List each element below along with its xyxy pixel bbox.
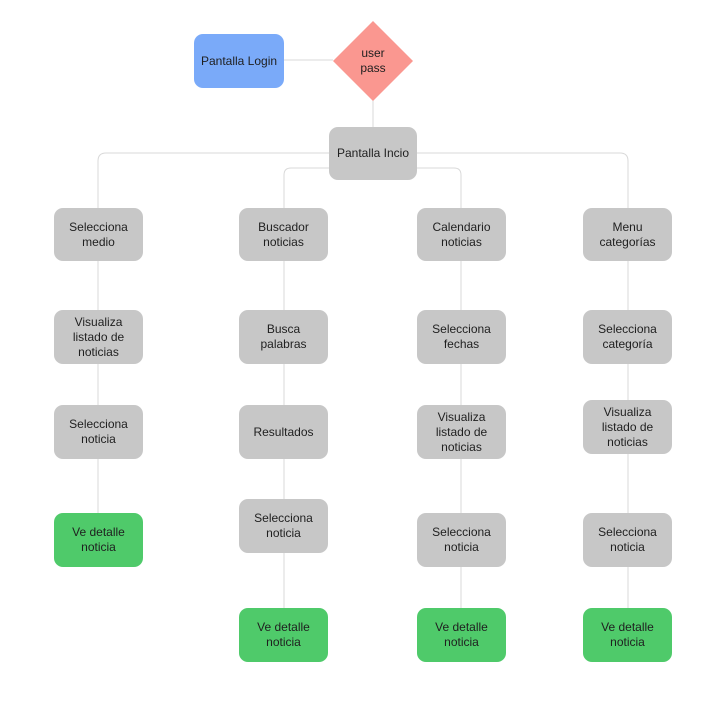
col3-step-news-detail: Ve detalle noticia <box>417 608 506 662</box>
col1-step-news-detail: Ve detalle noticia <box>54 513 143 567</box>
col2-step-select-news: Selecciona noticia <box>239 499 328 553</box>
connector-home-to-col1 <box>97 152 329 208</box>
col1-step-select-news: Selecciona noticia <box>54 405 143 459</box>
col1-step-select-media: Selecciona medio <box>54 208 143 261</box>
col4-step-category-menu: Menu categorías <box>583 208 672 261</box>
col4-step-view-list: Visualiza listado de noticias <box>583 400 672 454</box>
col3-step-news-calendar: Calendario noticias <box>417 208 506 261</box>
home-screen-node: Pantalla Incio <box>329 127 417 180</box>
decision-diamond-shape <box>333 21 413 101</box>
credentials-decision-node: user pass <box>333 21 413 101</box>
col1-step-view-list: Visualiza listado de noticias <box>54 310 143 364</box>
col4-step-select-news: Selecciona noticia <box>583 513 672 567</box>
col2-step-search-words: Busca palabras <box>239 310 328 364</box>
col3-step-select-dates: Selecciona fechas <box>417 310 506 364</box>
col4-step-select-category: Selecciona categoría <box>583 310 672 364</box>
connector-home-to-col4 <box>417 152 629 208</box>
col3-step-select-news: Selecciona noticia <box>417 513 506 567</box>
col2-step-news-detail: Ve detalle noticia <box>239 608 328 662</box>
connector-home-to-col3 <box>373 167 462 208</box>
col2-step-search-news: Buscador noticias <box>239 208 328 261</box>
login-screen-node: Pantalla Login <box>194 34 284 88</box>
col2-step-results: Resultados <box>239 405 328 459</box>
credentials-label: user pass <box>360 46 386 75</box>
connector-home-to-col2 <box>283 167 373 208</box>
col4-step-news-detail: Ve detalle noticia <box>583 608 672 662</box>
col3-step-view-list: Visualiza listado de noticias <box>417 405 506 459</box>
